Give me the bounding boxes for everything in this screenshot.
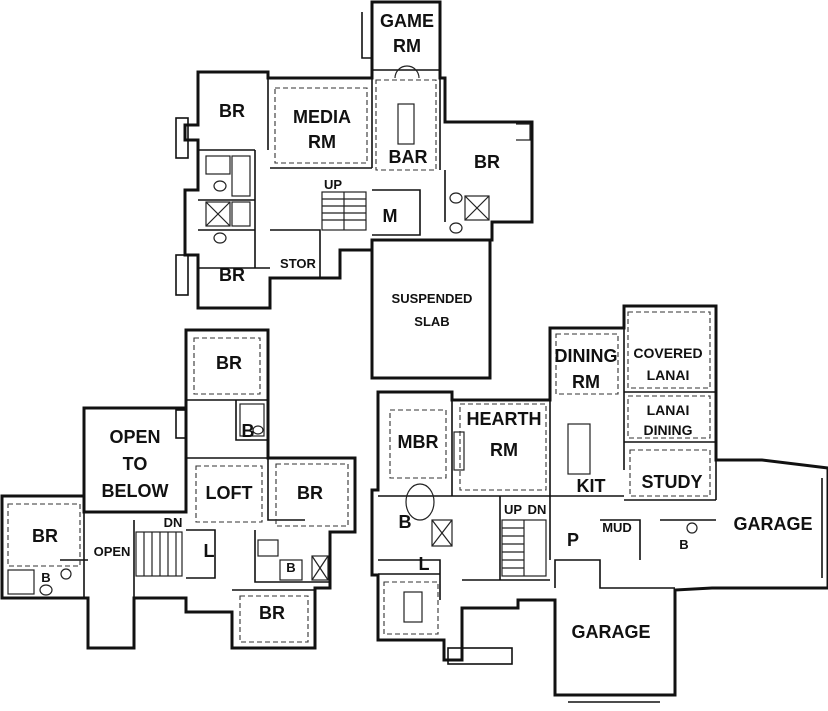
room-label-br-second-west: BR	[32, 526, 58, 546]
room-label-lanai-dining: LANAI	[647, 402, 690, 418]
room-label-p: P	[567, 530, 579, 550]
lanai-dining-outline	[627, 395, 711, 439]
hearth-fireplace	[453, 431, 465, 471]
loft-outline	[195, 465, 263, 523]
room-label-loft: LOFT	[206, 483, 253, 503]
study-outline	[629, 449, 711, 497]
room-label-mud: MUD	[602, 520, 632, 535]
second-floor-baths	[7, 403, 329, 596]
label-up-upper: UP	[324, 177, 342, 192]
master-tub	[403, 591, 423, 623]
bay-window-upper-west-top	[175, 117, 189, 159]
room-label-bar: BAR	[389, 147, 428, 167]
room-label-b-master: B	[399, 512, 412, 532]
bay-window-loft	[175, 409, 187, 439]
room-label-b-second-top: B	[242, 421, 255, 441]
room-label-m: M	[383, 206, 398, 226]
room-label-br-second-top: BR	[216, 353, 242, 373]
game-room-doors	[394, 65, 420, 79]
room-label-l-second: L	[204, 541, 215, 561]
room-label-l-main: L	[419, 554, 430, 574]
room-label-hearth-rm: HEARTH	[467, 409, 542, 429]
room-label-hearth-rm-2: RM	[490, 440, 518, 460]
label-up-main: UP	[504, 502, 522, 517]
label-dn-second: DN	[164, 515, 183, 530]
room-label-study: STUDY	[641, 472, 702, 492]
room-label-lanai-dining-2: DINING	[644, 422, 693, 438]
mud-bath-toilet	[686, 522, 698, 534]
room-label-b-mud: B	[679, 537, 688, 552]
room-label-covered-lanai-2: LANAI	[647, 367, 690, 383]
upper-interior-walls	[198, 78, 446, 278]
master-shower	[431, 519, 453, 547]
room-label-suspended-slab: SUSPENDED	[392, 291, 473, 306]
master-bath-tub	[405, 483, 435, 521]
room-label-open-to-below: OPEN	[109, 427, 160, 447]
br-bottom-outline	[239, 595, 309, 643]
kitchen-island	[567, 423, 591, 475]
dining-rm-outline	[555, 333, 619, 395]
room-label-suspended-slab-2: SLAB	[414, 314, 449, 329]
room-label-br-upper-east: BR	[474, 152, 500, 172]
room-label-br-upper-west-bottom: BR	[219, 265, 245, 285]
room-label-garage-east: GARAGE	[733, 514, 812, 534]
room-label-b-second-mid: B	[286, 560, 295, 575]
room-label-media-rm: MEDIA	[293, 107, 351, 127]
br-west-outline	[7, 503, 81, 567]
room-label-game-rm: GAME	[380, 11, 434, 31]
br-east-outline	[275, 463, 349, 527]
east-br-closet	[516, 123, 531, 141]
room-label-mbr: MBR	[398, 432, 439, 452]
br-top-outline	[193, 337, 261, 395]
room-label-stor: STOR	[280, 256, 316, 271]
room-label-covered-lanai: COVERED	[633, 345, 702, 361]
mbr-outline	[389, 409, 447, 479]
main-floor-stairs	[501, 519, 547, 577]
game-room-walls	[361, 12, 440, 71]
main-floor-outline	[370, 304, 828, 697]
upper-west-baths	[205, 155, 251, 244]
second-floor: BR OPEN TO BELOW LOFT BR BR BR B L OPEN …	[0, 328, 357, 650]
bar-area-outline	[375, 79, 437, 171]
covered-lanai-outline	[627, 311, 711, 389]
master-bath-area-outline	[383, 581, 439, 635]
main-floor: MBR HEARTH RM DINING RM STUDY KIT GARAGE…	[370, 304, 828, 703]
garage-south-walls	[554, 559, 675, 589]
second-interior-walls	[60, 399, 330, 598]
room-label-open: OPEN	[94, 544, 131, 559]
room-label-dining-rm-2: RM	[572, 372, 600, 392]
room-label-open-to-below-3: BELOW	[102, 481, 169, 501]
media-room-outline	[274, 87, 368, 164]
main-interior-walls	[378, 328, 717, 600]
upper-floor: GAME RM MEDIA RM BR BR BR BAR M UP STOR …	[175, 0, 534, 380]
room-label-game-rm-2: RM	[393, 36, 421, 56]
front-porch	[447, 647, 513, 665]
upper-stairs	[321, 191, 367, 231]
label-dn-main: DN	[528, 502, 547, 517]
room-label-media-rm-2: RM	[308, 132, 336, 152]
room-label-kit: KIT	[577, 476, 606, 496]
second-floor-outline	[0, 328, 357, 650]
room-label-b-second-west: B	[41, 570, 50, 585]
room-label-br-upper-west-top: BR	[219, 101, 245, 121]
suspended-slab-outline	[370, 238, 492, 380]
room-label-dining-rm: DINING	[555, 346, 618, 366]
hearth-rm-outline	[459, 403, 547, 491]
room-label-br-second-east: BR	[297, 483, 323, 503]
room-label-br-second-bottom: BR	[259, 603, 285, 623]
bay-window-upper-west-bottom	[175, 254, 189, 296]
room-label-open-to-below-2: TO	[123, 454, 148, 474]
upper-east-bath	[449, 192, 490, 234]
room-label-garage-south: GARAGE	[571, 622, 650, 642]
second-floor-stairs	[135, 531, 183, 577]
bar-island	[397, 103, 415, 145]
